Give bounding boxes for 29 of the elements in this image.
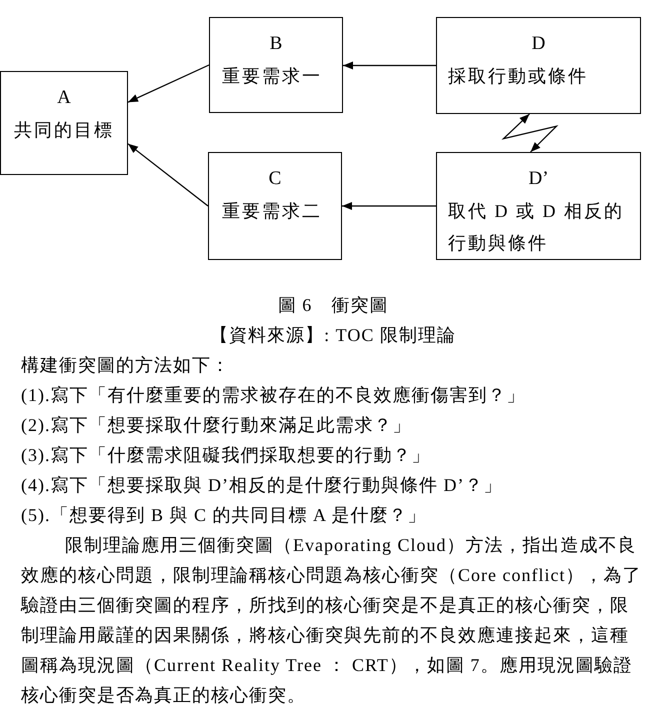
arrow xyxy=(342,202,436,210)
node-box xyxy=(436,17,641,114)
arrow xyxy=(128,143,208,206)
paragraph: 限制理論應用三個衝突圖（Evaporating Cloud）方法，指出造成不良效應的核心問題，限制理論稱核心問題為核心衝突（Core conflict），為了驗證由三個衝突圖的程序，所找到的核心衝突是不是真正的核心衝突，限制理論用嚴謹的因果關係，將核心衝突與先前的不良效應連接起來，這種圖稱為現況圖（Current Reality Tree ： CRT），如圖 7。應用現況圖驗證核心衝突是否為真正的核心衝突。 xyxy=(21,534,642,707)
source-note: 【資料來源】: TOC 限制理論 xyxy=(210,324,456,347)
node-box xyxy=(208,152,342,260)
box-title: B xyxy=(270,32,282,56)
node-box xyxy=(436,152,641,260)
box-text: 重要需求二 xyxy=(222,200,322,223)
zigzag-arrow xyxy=(501,114,558,152)
step-text: (5).「想要得到 B 與 C 的共同目標 A 是什麼？」 xyxy=(21,504,427,527)
box-text: 取代 D 或 D 相反的行動與條件 xyxy=(448,200,625,255)
node-box xyxy=(0,71,128,175)
node-box xyxy=(209,17,343,113)
box-text: 採取行動或條件 xyxy=(448,65,588,88)
step-text: (1).寫下「有什麼重要的需求被存在的不良效應衝傷害到？」 xyxy=(21,384,526,407)
step-text: (2).寫下「想要採取什麼行動來滿足此需求？」 xyxy=(21,414,412,437)
box-title: A xyxy=(57,86,71,110)
arrow xyxy=(343,62,436,70)
box-title: D xyxy=(532,32,546,56)
box-text: 共同的目標 xyxy=(14,119,114,142)
intro-text: 構建衝突圖的方法如下： xyxy=(21,354,230,377)
arrow xyxy=(128,64,210,103)
box-title: C xyxy=(268,167,282,191)
step-text: (3).寫下「什麼需求阻礙我們採取想要的行動？」 xyxy=(21,444,430,467)
box-title: D’ xyxy=(528,167,549,191)
box-text: 重要需求一 xyxy=(222,65,322,88)
figure-caption: 圖 6 衝突圖 xyxy=(278,294,388,317)
step-text: (4).寫下「想要採取與 D’相反的是什麼行動與條件 D’？」 xyxy=(21,474,502,497)
